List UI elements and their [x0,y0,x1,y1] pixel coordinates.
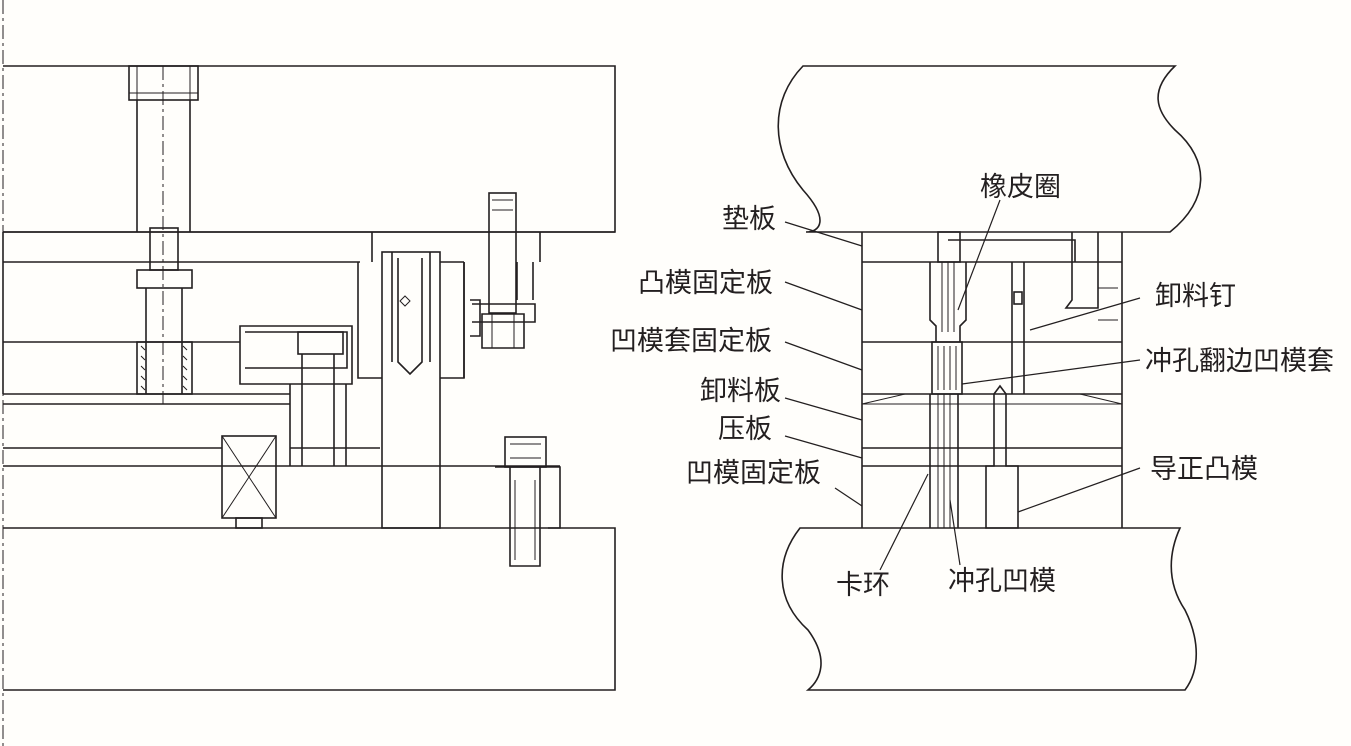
upper-die-plate [3,65,616,233]
lower-plate-break [781,527,1198,691]
upper-plate-break [777,65,1202,233]
label-daozheng-tumo: 导正凸模 [1150,454,1258,485]
stripper-chamfer [861,393,1123,405]
backing-plate [2,231,615,263]
spring-block [221,435,277,529]
upper-right-screw [472,192,536,349]
label-ya-ban: 压板 [718,414,772,445]
stripper-plate [3,393,290,467]
punch-holder-plate [2,262,240,394]
lower-die-plate [3,527,616,691]
label-chongkong-fanbian: 冲孔翻边凹模套 [1145,346,1334,377]
guide-pillar [357,232,541,529]
label-dianban: 垫板 [722,204,776,235]
top-screw [128,65,199,404]
label-aomo-guding: 凹模固定板 [686,458,821,489]
label-xieliao-ding: 卸料钉 [1155,281,1236,312]
label-chongkong-aomo: 冲孔凹模 [948,566,1056,597]
label-aomotao-guding: 凹模套固定板 [610,326,772,357]
pilot-punch [985,384,1019,529]
label-tumo-guding: 凸模固定板 [638,268,773,299]
stripper-pin [1011,232,1118,394]
plate-stack-sides [861,232,1123,528]
leader-lines [784,199,1141,571]
label-xieliao-ban: 卸料板 [700,376,781,407]
plate-stack-lines [862,261,1122,467]
label-xiangpiquan: 橡皮圈 [980,172,1061,203]
right-section-view: 垫板 凸模固定板 凹模套固定板 卸料板 压板 凹模固定板 橡皮圈 卸料钉 冲孔翻… [610,65,1334,691]
lower-right-bolt [495,436,561,567]
middle-block [222,325,560,467]
label-ka-huan: 卡环 [836,570,890,601]
center-punch [929,231,1076,528]
left-section-view [2,0,616,746]
labels: 垫板 凸模固定板 凹模套固定板 卸料板 压板 凹模固定板 橡皮圈 卸料钉 冲孔翻… [610,172,1334,601]
